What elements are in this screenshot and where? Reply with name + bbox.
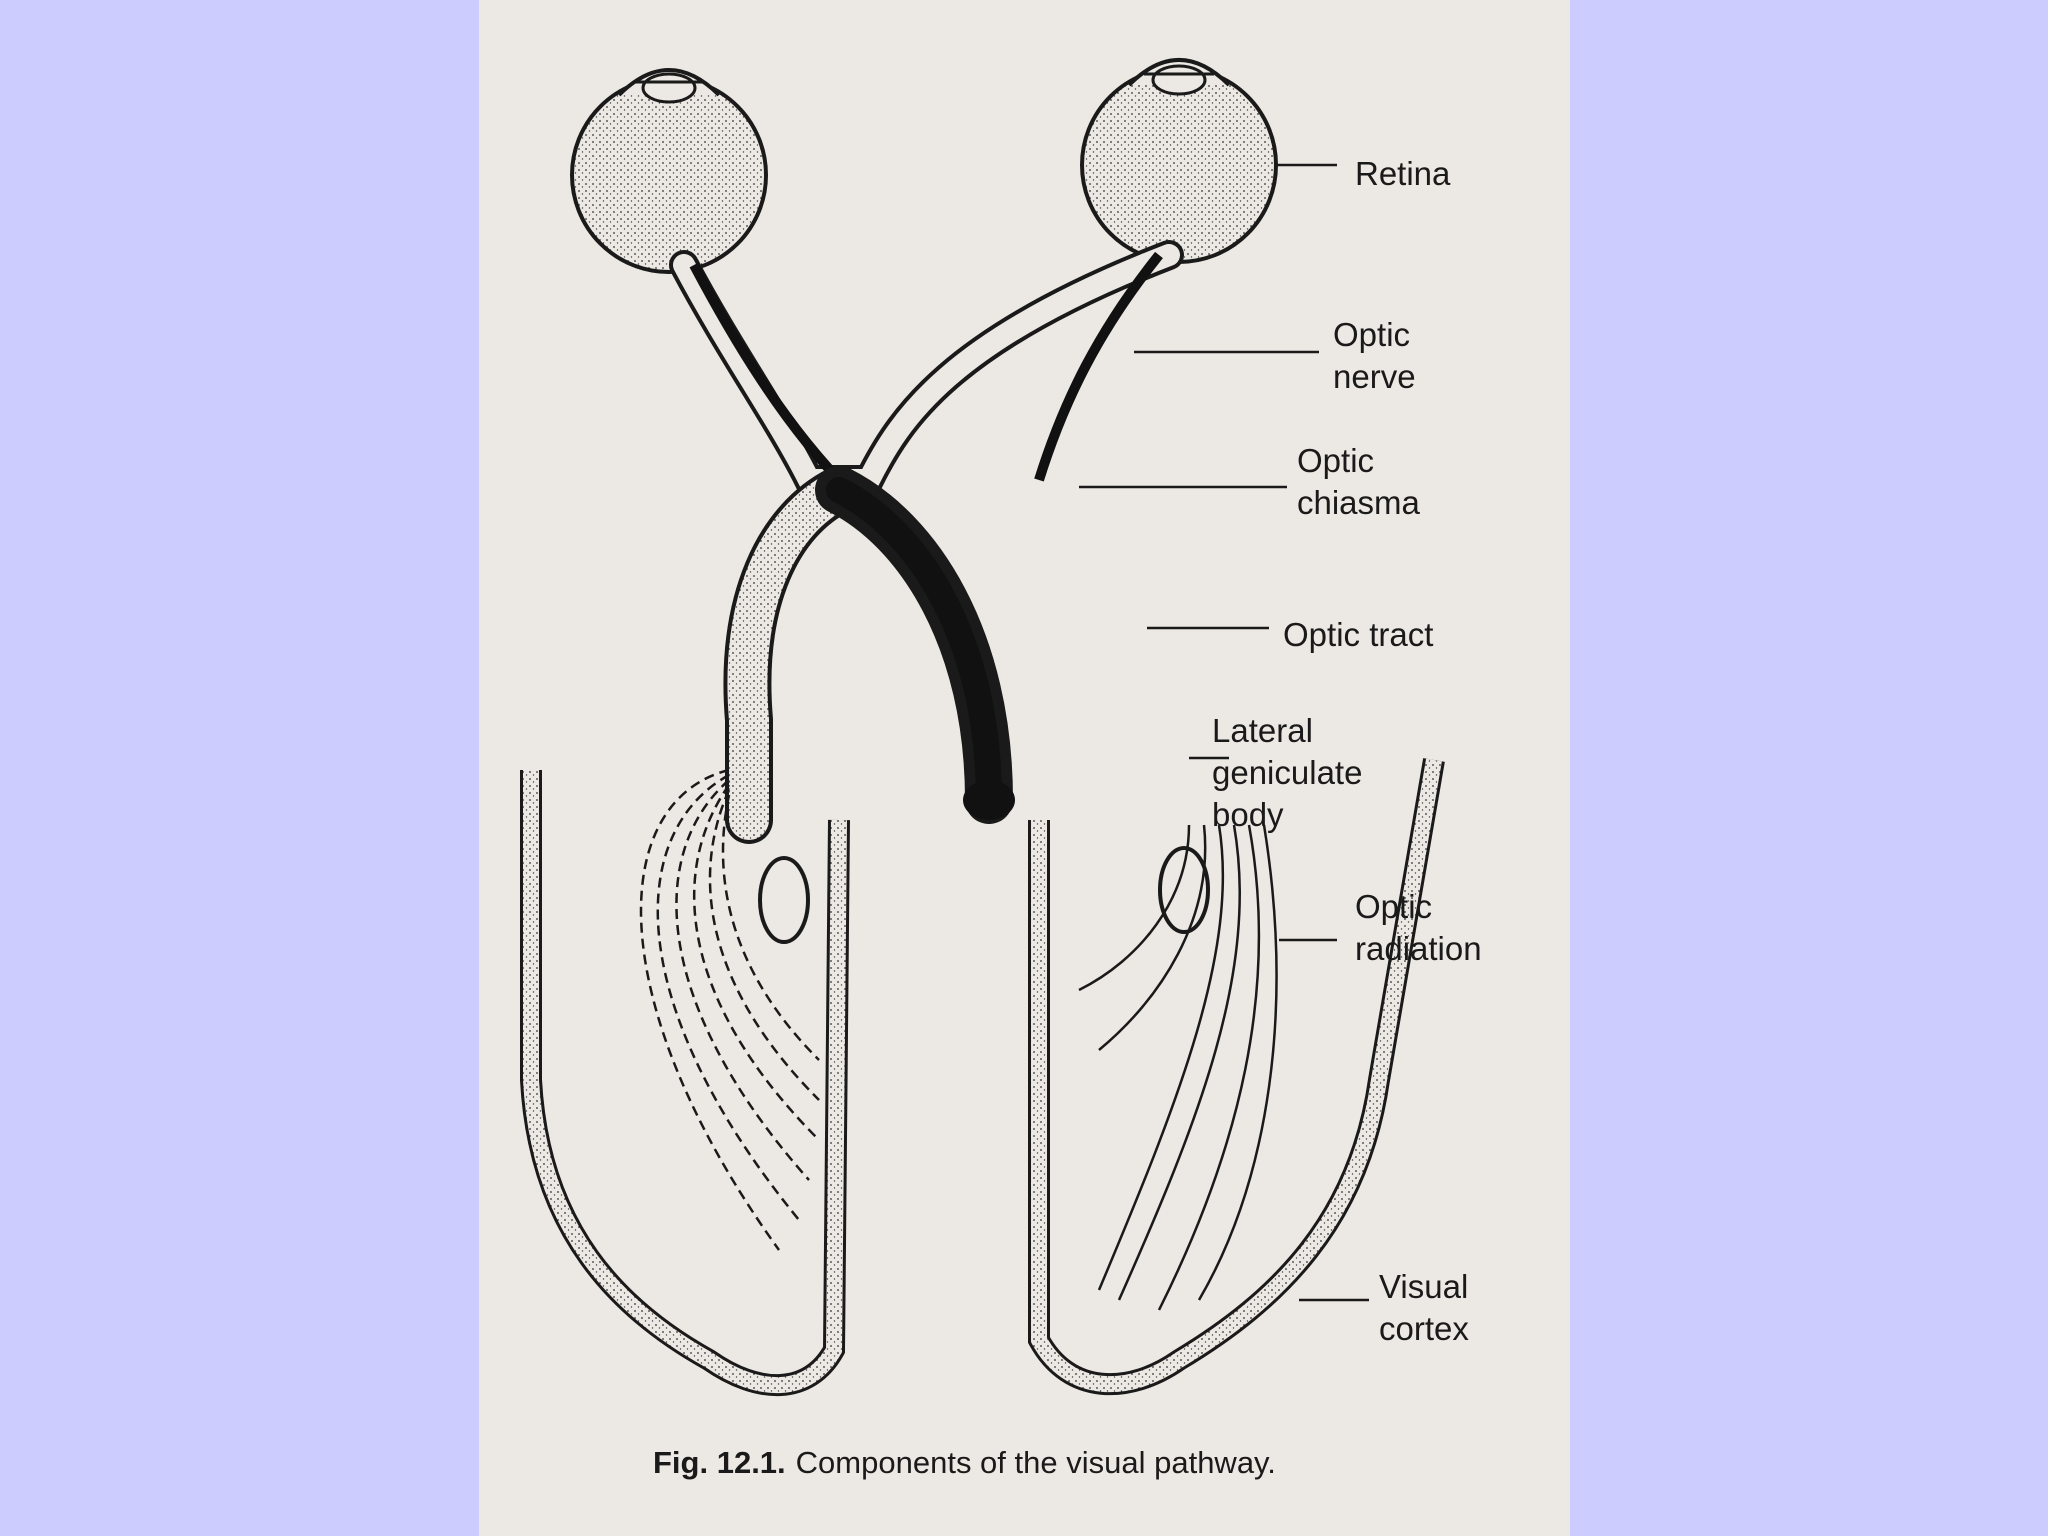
right-optic-radiation (1078, 824, 1278, 1311)
optic-nerves (669, 240, 1184, 495)
left-eyeball (570, 68, 768, 274)
label-optic-radiation-line1: Optic (1355, 888, 1432, 925)
visual-pathway-diagram: Retina Optic nerve Optic chiasma Optic t… (520, 58, 1482, 1480)
leader-lines (1079, 163, 1369, 1302)
right-hemisphere (1028, 758, 1445, 1396)
label-optic-tract: Optic tract (1283, 616, 1433, 653)
label-optic-nerve-line1: Optic (1333, 316, 1410, 353)
figure-scan: Retina Optic nerve Optic chiasma Optic t… (479, 0, 1570, 1536)
figure-caption: Fig. 12.1. Components of the visual pathw… (653, 1445, 1276, 1480)
label-optic-radiation-line2: radiation (1355, 930, 1482, 967)
label-retina: Retina (1355, 155, 1451, 192)
label-optic-nerve-line2: nerve (1333, 358, 1416, 395)
label-visual-cortex-line1: Visual (1379, 1268, 1468, 1305)
label-optic-chiasma-line1: Optic (1297, 442, 1374, 479)
figure-caption-prefix: Fig. 12.1. (653, 1445, 786, 1480)
left-hemisphere (520, 770, 850, 1397)
figure-caption-text: Components of the visual pathway. (796, 1445, 1276, 1480)
label-lgb-line1: Lateral (1212, 712, 1313, 749)
optic-tracts (723, 466, 1015, 844)
label-visual-cortex-line2: cortex (1379, 1310, 1469, 1347)
label-lgb-line3: body (1212, 796, 1284, 833)
label-optic-chiasma-line2: chiasma (1297, 484, 1421, 521)
label-lgb-line2: geniculate (1212, 754, 1362, 791)
right-eyeball (1080, 58, 1278, 264)
left-optic-radiation (639, 768, 820, 1251)
